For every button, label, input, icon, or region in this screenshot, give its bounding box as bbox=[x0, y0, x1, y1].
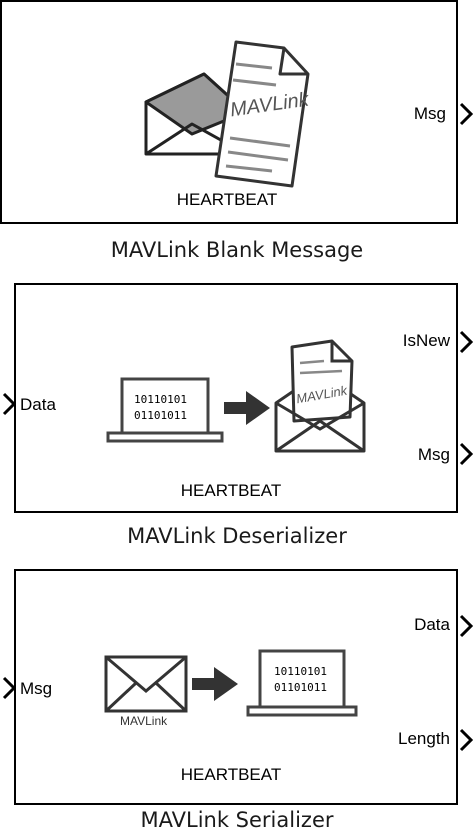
input-port-msg-label: Msg bbox=[20, 679, 53, 698]
blank-message-caption: MAVLink Blank Message bbox=[110, 238, 364, 262]
output-port-isnew-label: IsNew bbox=[402, 331, 450, 350]
binary-line-1: 10110101 bbox=[274, 665, 327, 678]
message-name: HEARTBEAT bbox=[180, 481, 282, 500]
output-port-msg-label: Msg bbox=[413, 104, 446, 123]
document-icon bbox=[214, 40, 310, 188]
deserializer-caption: MAVLink Deserializer bbox=[127, 524, 347, 548]
serializer-block[interactable]: Msg MAVLink 10110101 01101011 HEARTBEAT … bbox=[14, 569, 458, 805]
output-port-msg[interactable] bbox=[459, 102, 474, 126]
envelope-label: MAVLink bbox=[120, 714, 168, 728]
input-port-data-label: Data bbox=[20, 395, 56, 414]
output-port-msg[interactable] bbox=[459, 442, 474, 466]
output-port-isnew[interactable] bbox=[459, 330, 474, 354]
message-name: HEARTBEAT bbox=[176, 190, 278, 209]
deserializer-block[interactable]: Data 10110101 01101011 MAVLink HEARTBEAT… bbox=[14, 283, 458, 513]
right-arrow-icon bbox=[192, 667, 238, 701]
laptop-icon bbox=[246, 649, 358, 717]
output-port-length-label: Length bbox=[398, 729, 450, 748]
right-arrow-icon bbox=[224, 391, 270, 425]
binary-line-2: 01101011 bbox=[134, 409, 187, 422]
serializer-caption: MAVLink Serializer bbox=[140, 808, 334, 832]
message-name: HEARTBEAT bbox=[180, 765, 282, 784]
output-port-data[interactable] bbox=[459, 614, 474, 638]
output-port-data-label: Data bbox=[414, 615, 450, 634]
open-envelope-document-icon bbox=[274, 339, 366, 453]
laptop-icon bbox=[106, 377, 224, 443]
output-port-msg-label: Msg bbox=[417, 445, 450, 464]
blank-message-block[interactable]: MAVLink HEARTBEAT Msg bbox=[0, 0, 458, 224]
envelope-icon bbox=[104, 655, 188, 713]
binary-line-1: 10110101 bbox=[134, 393, 187, 406]
output-port-length[interactable] bbox=[459, 728, 474, 752]
binary-line-2: 01101011 bbox=[274, 681, 327, 694]
